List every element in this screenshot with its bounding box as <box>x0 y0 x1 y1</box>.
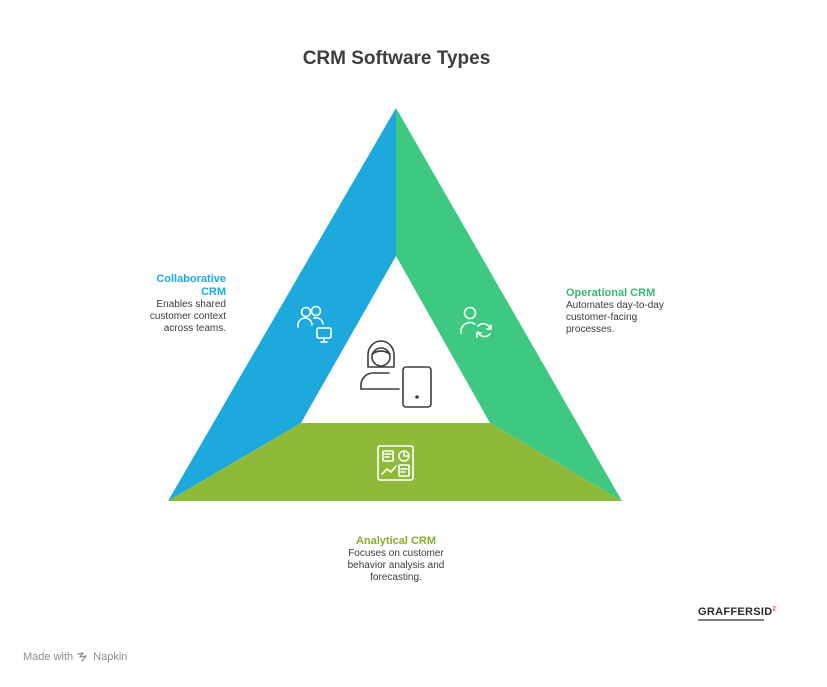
brand-underline <box>698 619 764 621</box>
dashboard-chart-icon <box>377 445 414 481</box>
user-refresh-icon <box>460 306 492 338</box>
collaborative-segment <box>168 108 396 501</box>
collaborative-desc-2: customer context <box>149 311 226 322</box>
analytical-label: Analytical CRM Focuses on customer behav… <box>326 535 466 584</box>
collaborative-desc-3: across teams. <box>163 323 226 334</box>
page-title: CRM Software Types <box>302 48 491 69</box>
collaborative-title-1: Collaborative <box>156 273 226 285</box>
operational-label: Operational CRM Automates day-to-day cus… <box>566 287 696 336</box>
made-with-text: Made with <box>23 651 74 663</box>
made-with-footer[interactable]: Made with Napkin <box>23 651 127 663</box>
operational-desc-1: Automates day-to-day <box>566 300 664 311</box>
brand-mark: 2 <box>772 606 777 613</box>
person-tablet-icon <box>360 340 432 408</box>
napkin-text: Napkin <box>93 651 128 663</box>
operational-segment <box>396 108 622 501</box>
collaborative-title-2: CRM <box>200 286 226 298</box>
analytical-title: Analytical CRM <box>355 535 437 547</box>
analytical-desc-1: Focuses on customer <box>348 548 444 559</box>
operational-title: Operational CRM <box>566 287 656 299</box>
brand-name: GRAFFERSID <box>698 606 773 618</box>
brand-logo: GRAFFERSID2 <box>698 606 778 621</box>
users-monitor-icon <box>297 305 332 343</box>
napkin-logo-icon <box>77 652 87 662</box>
analytical-desc-3: forecasting. <box>370 572 422 583</box>
collaborative-desc-1: Enables shared <box>156 299 227 310</box>
analytical-desc-2: behavior analysis and <box>347 560 445 571</box>
operational-desc-3: processes. <box>566 324 615 335</box>
collaborative-label: Collaborative CRM Enables shared custome… <box>110 273 226 335</box>
analytical-segment <box>168 423 622 501</box>
operational-desc-2: customer-facing <box>566 312 638 323</box>
